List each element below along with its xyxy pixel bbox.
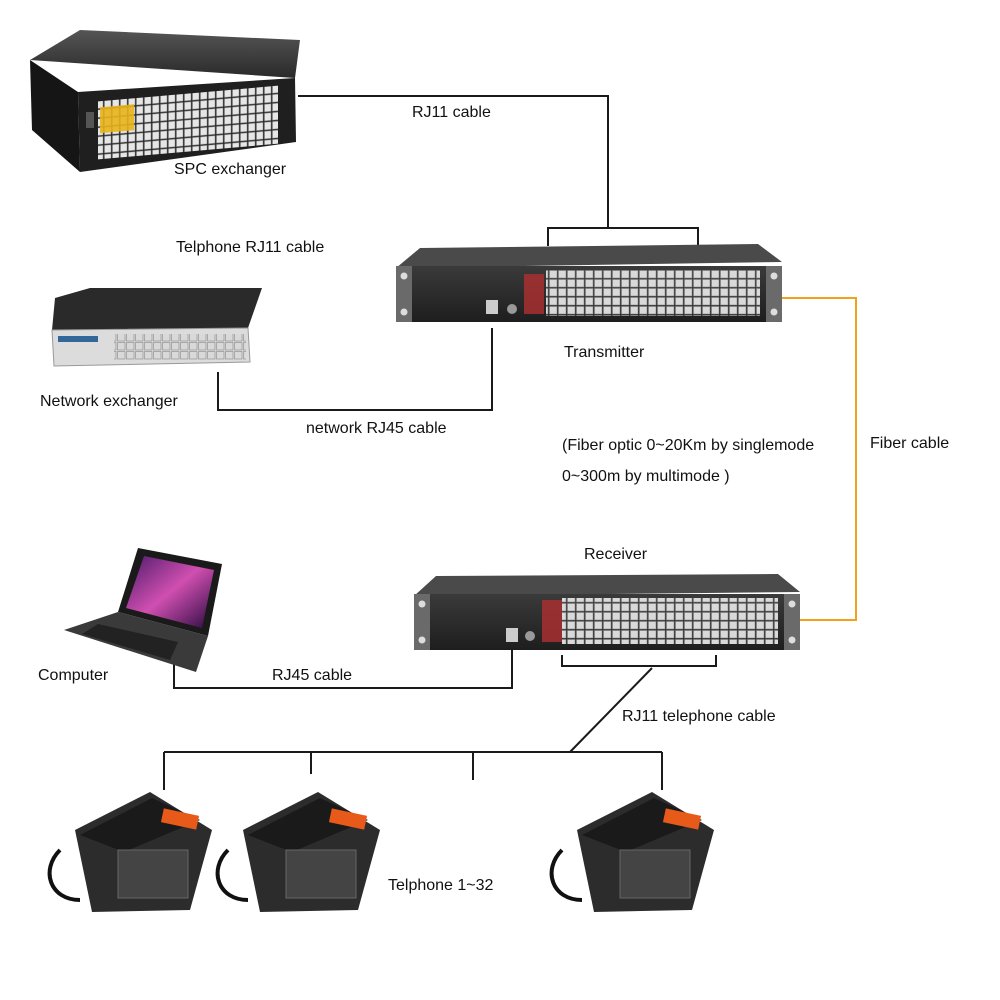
- spc-to-transmitter-cable: [298, 95, 609, 228]
- receiver-device: [414, 574, 800, 650]
- telephone-3: [549, 792, 714, 912]
- fiber-note-line1: (Fiber optic 0~20Km by singlemode: [562, 437, 815, 454]
- fiber-cable-label: Fiber cable: [870, 435, 950, 452]
- transmitter-device: [396, 244, 782, 322]
- receiver-label: Receiver: [584, 546, 648, 563]
- rj11-cable-label: RJ11 cable: [412, 104, 491, 121]
- network-rj45-cable: [217, 328, 493, 411]
- telephone-1: [47, 792, 212, 912]
- transmitter-label: Transmitter: [564, 344, 645, 361]
- receiver-rj11-bracket: [561, 655, 717, 667]
- spc-exchanger-device: [30, 30, 300, 172]
- rj45-cable-label: RJ45 cable: [272, 667, 353, 684]
- fiber-cable-line: [782, 297, 857, 621]
- fiber-note-line2: 0~300m by multimode ): [562, 468, 730, 485]
- telephone-2: [215, 792, 380, 912]
- network-rj45-cable-label: network RJ45 cable: [306, 420, 447, 437]
- network-exchanger-label: Network exchanger: [40, 393, 178, 410]
- network-switch-device: [51, 288, 262, 367]
- cables: [163, 95, 717, 790]
- telphone-rj11-cable-label: Telphone RJ11 cable: [176, 239, 325, 256]
- spc-exchanger-label: SPC exchanger: [174, 161, 287, 178]
- laptop-device: [64, 548, 222, 672]
- computer-label: Computer: [38, 667, 109, 684]
- computer-rj45-cable: [173, 646, 513, 689]
- telephones-label: Telphone 1~32: [388, 877, 494, 894]
- transmitter-rj11-bracket: [547, 227, 699, 246]
- rj11-telephone-cable: [569, 667, 653, 753]
- rj11-telephone-cable-label: RJ11 telephone cable: [622, 708, 776, 725]
